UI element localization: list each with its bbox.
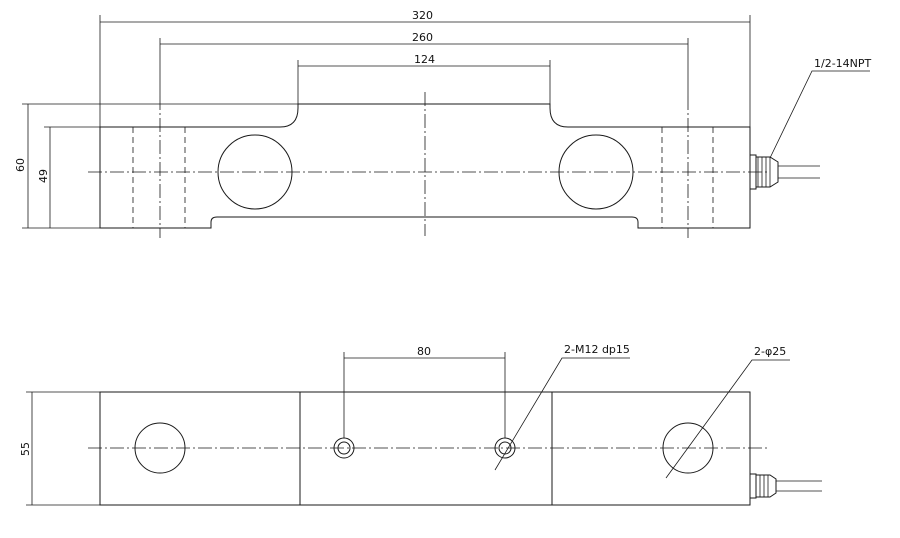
dimension-320: 320 [99,9,751,127]
bottom-view: 80 2-M12 dp15 2-φ25 55 [19,343,822,506]
svg-text:49: 49 [37,169,50,183]
through-hole-label: 2-φ25 [754,345,786,358]
cable-connector [749,473,822,499]
dimension-124: 124 [297,53,551,104]
left-through-hole [134,422,186,474]
tapped-hole-left-inner [337,441,351,455]
left-through-hole [217,134,293,210]
through-hole-leader [665,359,790,479]
tapped-hole-leader [494,357,630,471]
dimension-260: 260 [159,31,689,96]
dimension-60: 60 [14,103,298,229]
tapped-hole-label: 2-M12 dp15 [564,343,630,356]
top-view: 1/2-14NPT 320 260 124 60 [14,9,872,238]
svg-text:80: 80 [417,345,431,358]
dimension-49: 49 [37,126,100,228]
right-through-hole [558,134,634,210]
svg-text:124: 124 [414,53,435,66]
dimension-55: 55 [19,391,100,506]
svg-text:55: 55 [19,442,32,456]
right-through-hole [662,422,714,474]
beam-outline [99,103,751,229]
dimension-80: 80 [343,345,506,438]
thread-leader-line [769,70,870,159]
svg-text:320: 320 [412,9,433,22]
plan-outline [99,391,751,506]
thread-label: 1/2-14NPT [814,57,872,70]
svg-text:60: 60 [14,158,27,172]
svg-text:260: 260 [412,31,433,44]
cable-connector [749,154,820,190]
